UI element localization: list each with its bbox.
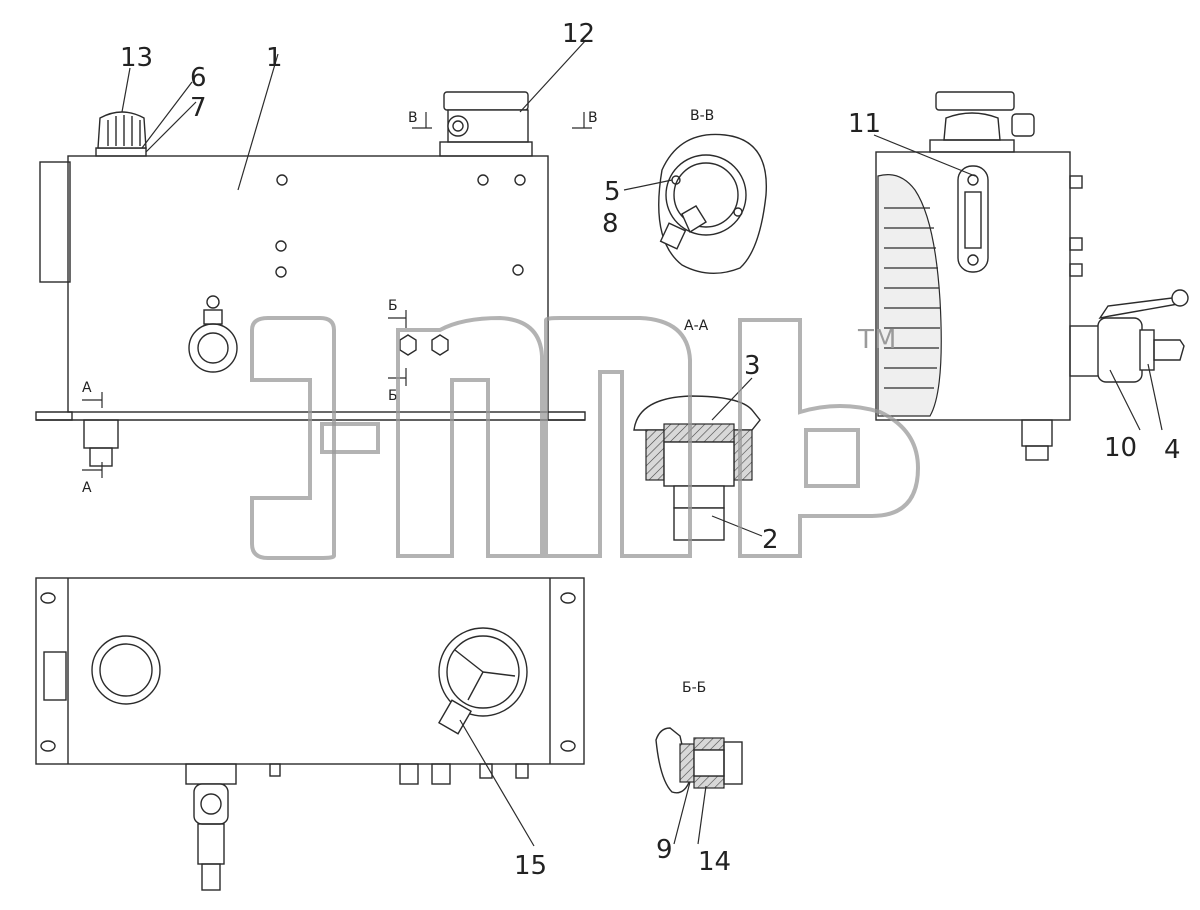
callout-5: 5 [604,177,621,207]
section-title-vv: В-В [690,108,714,124]
filler-neck-plan [91,635,161,705]
leader-lines [121,39,1163,847]
section-mark-a-top: А [82,380,92,396]
section-title-bb: Б-Б [682,680,706,696]
trademark-label: TM [857,325,896,355]
outlet-hose [185,763,237,891]
callout-numbers: 1 2 3 4 5 6 7 8 9 10 11 12 13 14 15 [120,19,1181,881]
filler-cap [95,111,147,157]
brand-logo-watermark: TM [250,315,921,560]
callout-9: 9 [656,835,673,865]
bottom-fitting [83,419,119,467]
callout-10: 10 [1104,433,1137,463]
section-b-b: Б-Б [655,680,743,794]
side-view [875,91,1189,461]
callout-8: 8 [602,209,619,239]
callout-1: 1 [266,43,283,73]
callout-4: 4 [1164,435,1181,465]
section-mark-v-left: В [408,110,418,126]
callout-14: 14 [698,847,731,877]
drain-port [188,295,238,373]
breather-assembly [439,91,533,157]
callout-15: 15 [514,851,547,881]
hex-plugs [399,334,449,356]
callout-2: 2 [762,525,779,555]
section-markers: А А Б Б В В [82,110,598,496]
callout-7: 7 [190,93,207,123]
section-mark-a-bottom: А [82,480,92,496]
section-title-aa: А-А [684,318,709,334]
callout-12: 12 [562,19,595,49]
breather-plan [438,627,528,735]
ball-valve [1069,289,1189,383]
fluid-level-lines [884,207,940,389]
callout-11: 11 [848,109,881,139]
section-v-v: В-В [658,108,768,274]
callout-3: 3 [744,351,761,381]
section-mark-b-top: Б [388,298,398,314]
section-mark-v-right: В [588,110,598,126]
bolt-heads [275,174,526,278]
callout-13: 13 [120,43,153,73]
section-mark-b-bottom: Б [388,388,398,404]
callout-6: 6 [190,63,207,93]
plan-view [35,577,585,891]
